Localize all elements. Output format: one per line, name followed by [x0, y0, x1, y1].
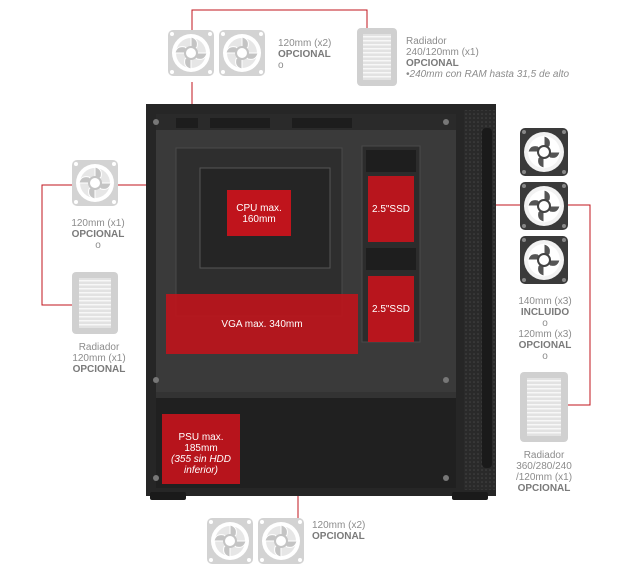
top-fan-1-icon [167, 29, 215, 77]
top-radiator-label: Radiador 240/120mm (x1) OPCIONAL •240mm … [406, 36, 570, 80]
bottom-fan-2-icon [257, 517, 305, 565]
left-radiator-icon [72, 272, 118, 334]
left-radiator-label: Radiador 120mm (x1) OPCIONAL [72, 342, 126, 375]
right-radiator-label: Radiador 360/280/240 /120mm (x1) OPCIONA… [515, 450, 573, 494]
bottom-fan-1-icon [206, 517, 254, 565]
vga-label: VGA max. 340mm [221, 319, 303, 330]
psu-clearance-box [162, 414, 240, 484]
left-fan-label: 120mm (x1) OPCIONAL o [71, 218, 125, 251]
bottom-fans-label: 120mm (x2) OPCIONAL [312, 520, 366, 542]
left-fan-icon [71, 159, 119, 207]
top-fan-2-icon [218, 29, 266, 77]
ssd-1-label: 2.5"SSD [371, 204, 410, 215]
top-fans-label: 120mm (x2) OPCIONAL o [278, 38, 332, 71]
ssd-2-label: 2.5"SSD [371, 304, 410, 315]
top-radiator-icon [357, 28, 397, 86]
right-fan-1-icon [519, 127, 569, 177]
right-fan-2-icon [519, 181, 569, 231]
cpu-clearance-box [227, 190, 291, 236]
cpu-label: CPU max. 160mm [236, 203, 282, 225]
right-radiator-icon [520, 372, 568, 442]
ssd-2-box [368, 276, 414, 342]
ssd-1-box [368, 176, 414, 242]
right-fans-label: 140mm (x3) INCLUIDO o 120mm (x3) OPCIONA… [518, 296, 572, 362]
right-fan-3-icon [519, 235, 569, 285]
vga-clearance-box [166, 294, 358, 354]
psu-label: PSU max. 185mm (355 sin HDD inferior) [170, 432, 232, 476]
